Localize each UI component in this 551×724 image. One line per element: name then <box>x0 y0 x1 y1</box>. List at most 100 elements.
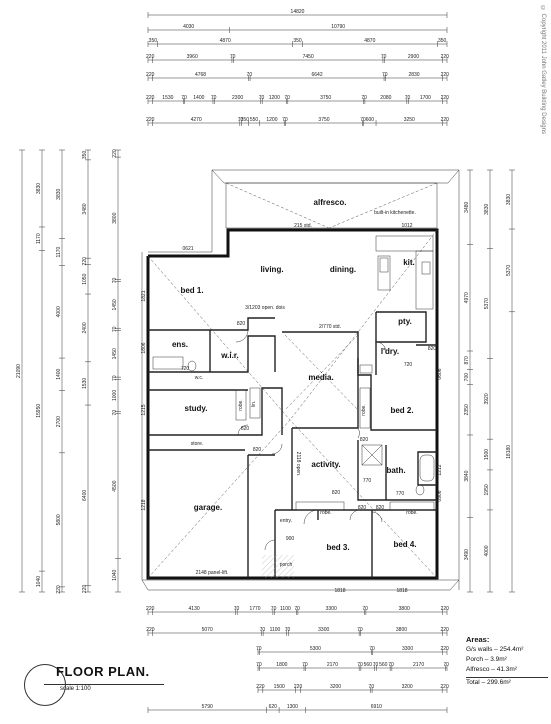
dim-value: 3800 <box>396 627 407 633</box>
room-label-kitchen: kit. <box>403 258 415 267</box>
room-labels: alfresco. built-in kitchenette. living. … <box>172 198 418 568</box>
dim-value: 350 <box>82 151 88 160</box>
dim-value: 220 <box>146 606 155 612</box>
dim-value: 70 <box>112 410 118 416</box>
dim-value: 1400 <box>193 95 204 101</box>
room-label-study: study. <box>185 404 208 413</box>
dim-value: 70 <box>388 662 394 668</box>
dim-value: 3200 <box>402 684 413 690</box>
room-label-bath: bath. <box>386 466 405 475</box>
window-label-bed1: 0621 <box>182 246 193 252</box>
dim-value: 3960 <box>187 54 198 60</box>
dim-value: 1530 <box>162 95 173 101</box>
dim-value: 5070 <box>202 627 213 633</box>
dim-value: 220 <box>146 54 155 60</box>
door-swings <box>235 329 387 551</box>
dim-value: 4768 <box>195 72 206 78</box>
door-label-bed4: 820 <box>376 505 385 511</box>
dim-value: 3300 <box>326 606 337 612</box>
dim-value: 3250 <box>404 117 415 123</box>
dim-value: 2900 <box>408 54 419 60</box>
kitchen-counters <box>375 235 434 310</box>
dim-value: 2350 <box>464 404 470 415</box>
dim-value: 220 <box>146 95 155 101</box>
dim-value: 70 <box>282 117 288 123</box>
door-label-bed1: 820 <box>237 321 246 327</box>
dim-value: 220 <box>441 54 450 60</box>
areas-alfresco: Alfresco – 41.3m² <box>466 666 517 673</box>
dim-value: 1170 <box>36 233 42 244</box>
dim-value: 70 <box>373 662 379 668</box>
dim-value: 220 <box>441 646 450 652</box>
dim-value: 70 <box>284 95 290 101</box>
dim-value: 1000 <box>112 390 118 401</box>
dim-value: 350 <box>241 117 250 123</box>
dim-value: 3800 <box>112 212 118 223</box>
dim-value: 70 <box>405 95 411 101</box>
dim-value: 1200 <box>266 117 277 123</box>
window-label-bed4: 1818 <box>396 588 407 594</box>
window-label-study: 1215 <box>141 404 147 415</box>
room-label-media: media. <box>308 373 333 382</box>
room-label-living: living. <box>260 265 283 274</box>
door-label-ensuite-720: 720 <box>181 366 190 372</box>
dim-value: 1300 <box>287 704 298 710</box>
dim-value: 3750 <box>318 117 329 123</box>
dim-value: 220 <box>441 95 450 101</box>
dim-value: 700 <box>464 373 470 382</box>
window-label-laundry: 0606 <box>437 368 443 379</box>
dim-value: 7450 <box>303 54 314 60</box>
dim-value: 70 <box>259 95 265 101</box>
dim-value: 1100 <box>280 606 291 612</box>
garage-door-label: 2148 panel-lift. <box>196 570 229 576</box>
dim-value: 220 <box>256 684 265 690</box>
door-label-garage: 820 <box>253 447 262 453</box>
dim-value: 6642 <box>311 72 322 78</box>
dim-value: 4030 <box>183 24 194 30</box>
opening-label-kitchen: 1012 <box>401 223 412 229</box>
dim-value: 1050 <box>82 273 88 284</box>
dim-value: 1500 <box>274 684 285 690</box>
door-label-laundry: 820 <box>428 346 437 352</box>
plan-title: FLOOR PLAN. <box>56 664 150 679</box>
opening-label-media: 2/770 std. <box>319 324 341 330</box>
dim-value: 70 <box>230 54 236 60</box>
plan-scale: scale 1:100 <box>60 686 91 692</box>
title-circle <box>24 664 66 706</box>
dim-value: 70 <box>238 117 244 123</box>
dim-value: 1950 <box>484 484 490 495</box>
dim-value: 3200 <box>330 684 341 690</box>
room-label-kitchenette: built-in kitchenette. <box>374 210 416 216</box>
dim-value: 6400 <box>82 490 88 501</box>
porch-hatch <box>262 555 294 578</box>
dim-value: 220 <box>146 72 155 78</box>
opening-label-activity: 2118 open. <box>295 452 301 477</box>
dim-value: 3830 <box>36 183 42 194</box>
dim-value: 70 <box>112 375 118 381</box>
dim-value: 220 <box>441 72 450 78</box>
dim-value: 350 <box>149 38 158 44</box>
alfresco-roof <box>141 169 460 591</box>
dim-value: 550 <box>250 117 259 123</box>
room-label-alfresco: alfresco. <box>314 198 347 207</box>
window-label-bath: 1212 <box>437 464 443 475</box>
dim-value: 70 <box>294 606 300 612</box>
dim-value: 4970 <box>464 292 470 303</box>
dim-value: 3480 <box>464 201 470 212</box>
room-label-activity: activity. <box>311 460 340 469</box>
dim-value: 3830 <box>56 188 62 199</box>
dim-value: 2080 <box>380 95 391 101</box>
door-label-bed3: 820 <box>358 505 367 511</box>
dim-value: 1530 <box>82 378 88 389</box>
dim-value: 70 <box>256 662 262 668</box>
title-block: FLOOR PLAN. scale 1:100 <box>20 660 170 706</box>
dim-value: 3300 <box>318 627 329 633</box>
room-label-bed-2: bed 2. <box>390 406 413 415</box>
room-label-wir: w.i.r. <box>220 351 239 360</box>
room-label-ensuite: ens. <box>172 340 188 349</box>
dim-value: 220 <box>146 627 155 633</box>
dim-value: 70 <box>369 684 375 690</box>
dim-value: 1400 <box>56 368 62 379</box>
dim-value: 2830 <box>408 72 419 78</box>
